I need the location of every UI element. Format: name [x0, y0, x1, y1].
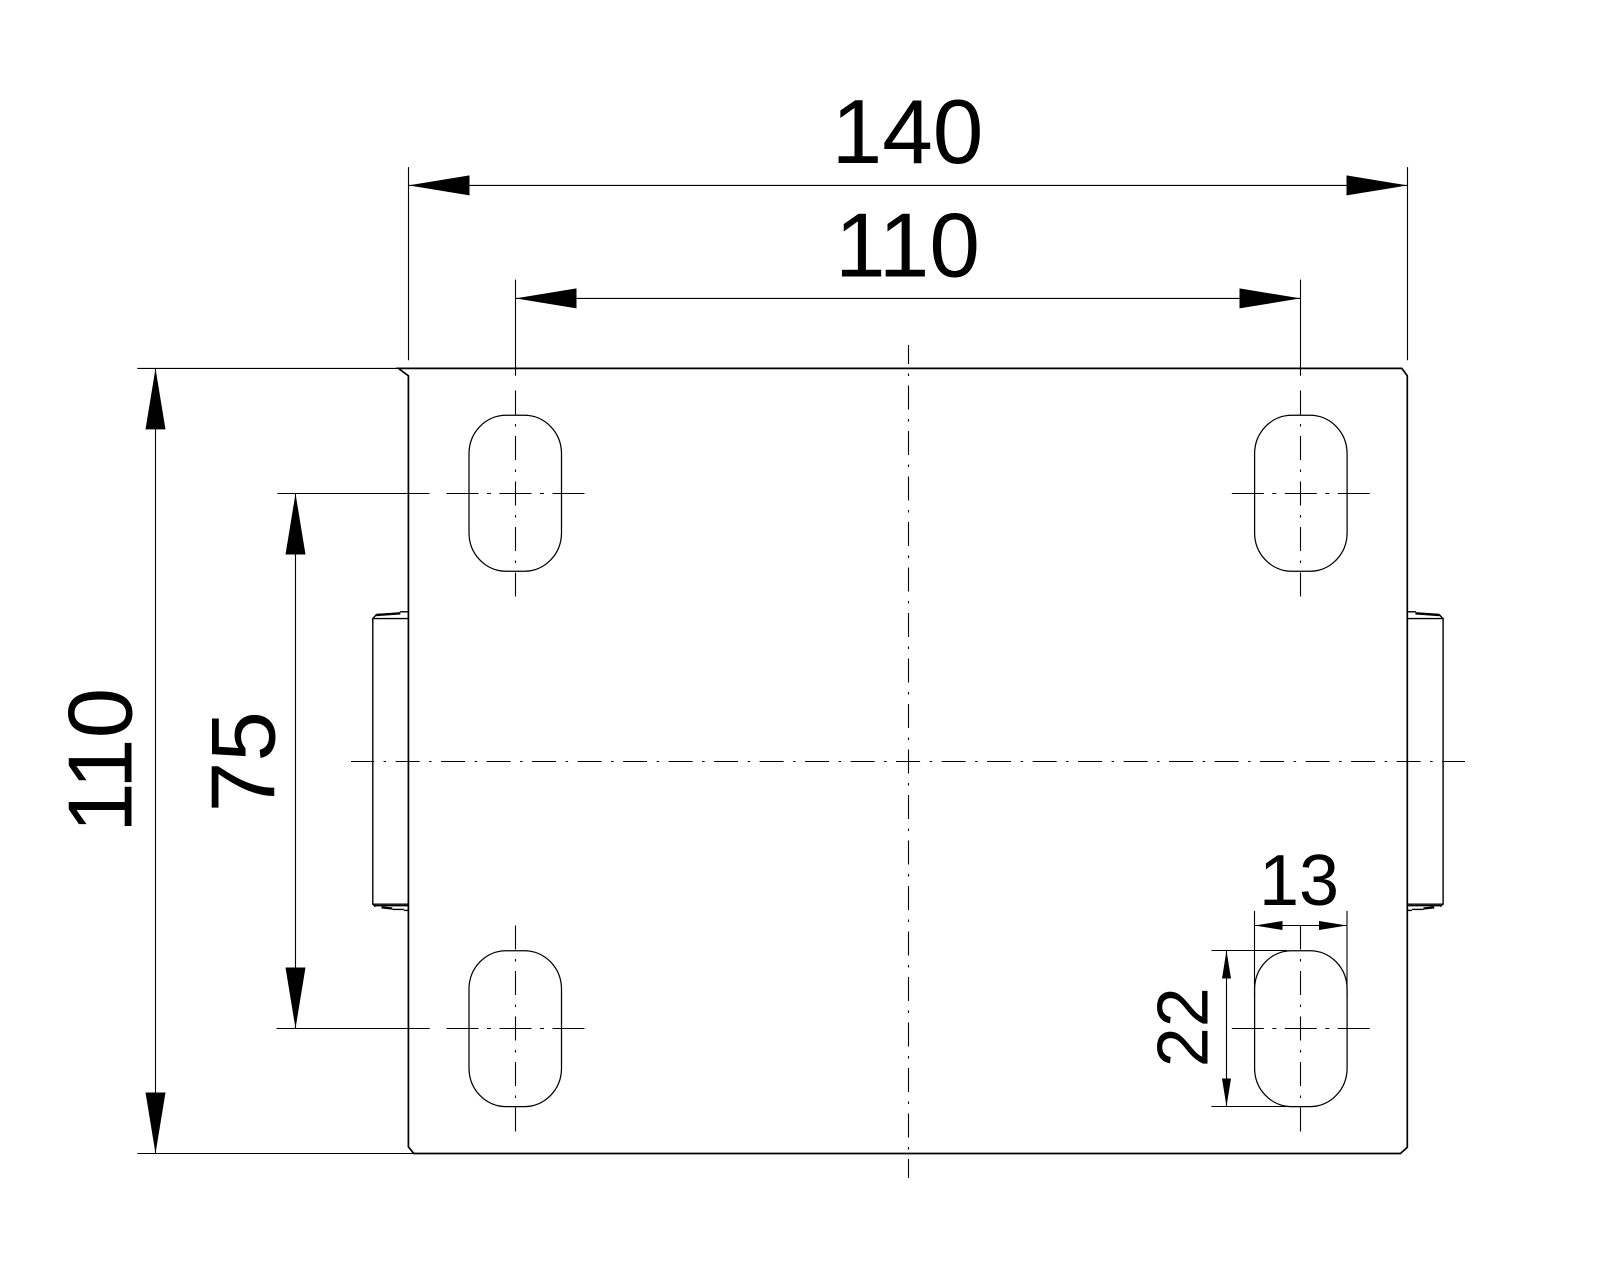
svg-text:110: 110	[835, 196, 980, 297]
svg-text:110: 110	[51, 688, 152, 833]
svg-text:140: 140	[832, 82, 984, 183]
svg-text:22: 22	[1143, 987, 1223, 1067]
svg-text:13: 13	[1259, 841, 1339, 921]
svg-text:75: 75	[193, 711, 294, 812]
